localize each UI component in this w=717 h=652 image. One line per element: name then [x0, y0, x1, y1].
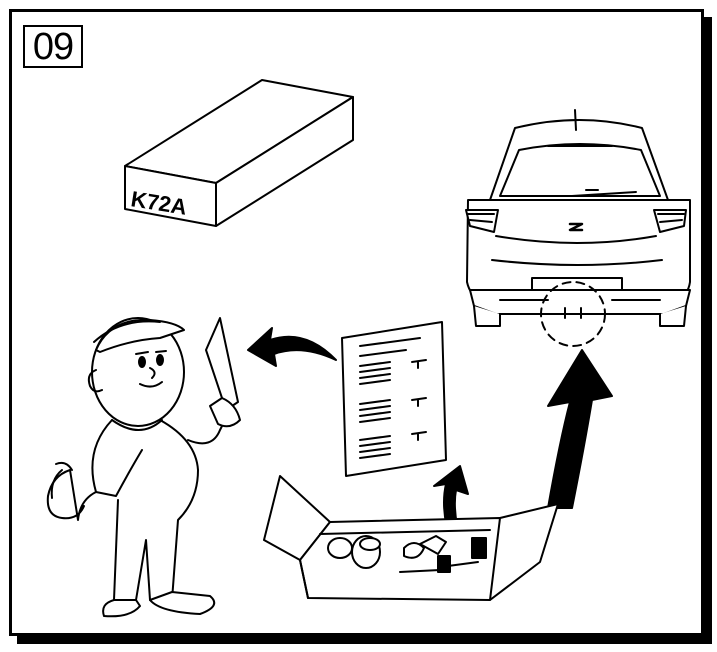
open-parts-box: [264, 476, 558, 600]
kit-box: K72A: [125, 80, 353, 226]
car-rear-illustration: [466, 110, 690, 346]
arrow-box-to-car: [548, 350, 612, 508]
arrow-to-person: [248, 328, 336, 366]
person-reading-sheet: [48, 318, 240, 616]
instruction-sheet: [342, 322, 446, 476]
